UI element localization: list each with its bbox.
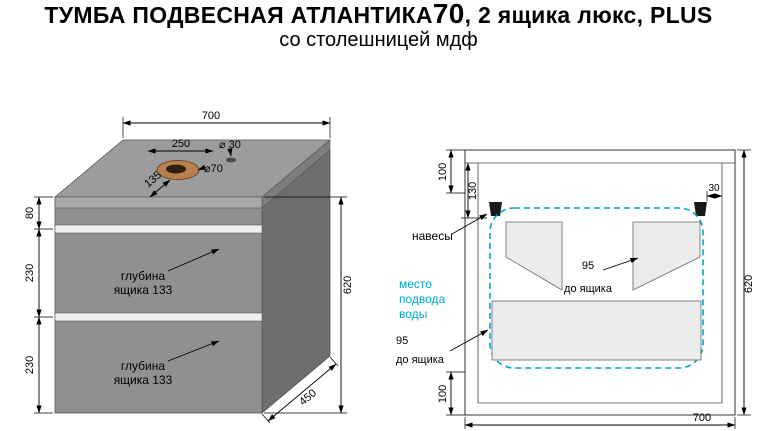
ext-line [329, 356, 339, 367]
leader-line [167, 340, 220, 362]
dim-label-sink-offset: 250 [172, 138, 190, 150]
dim-label-hanger-inset: 30 [708, 183, 720, 194]
dim-label-top-edge: 100 [437, 163, 449, 181]
callout-sink-hole: ⌀70 [197, 163, 223, 175]
dim-label-gap-right: 95 [582, 260, 594, 272]
drawer-cutout-left [505, 221, 563, 291]
leader-line [227, 148, 233, 157]
title-main: ТУМБА ПОДВЕСНАЯ АТЛАНТИКА [44, 2, 433, 28]
dim-bottom-edge: 100 [437, 371, 465, 416]
leader-line [167, 248, 220, 272]
dim-label-apron-height: 80 [24, 207, 36, 219]
hangers-label: навесы [412, 229, 453, 243]
cabinet-back-view: 30 100 130 навесы [396, 149, 755, 429]
back-view-outline [464, 149, 736, 416]
water-label-line3: воды [399, 307, 427, 321]
drawer-bottom-panel [491, 300, 702, 361]
dim-label-gap-bottom: 95 [396, 335, 408, 347]
ext-line [261, 413, 271, 424]
hanger-right [694, 202, 707, 216]
water-supply-zone [489, 207, 704, 369]
dim-sink-offset: 250 [147, 138, 214, 154]
gap-right-text: до ящика [564, 283, 613, 295]
drawer-depth-callout-2: глубина ящика 133 [114, 340, 220, 387]
water-label-line2: подвода [399, 292, 446, 306]
leader-line [449, 329, 489, 352]
water-supply-callout: место подвода воды [399, 277, 446, 321]
dim-label-bottom-edge: 100 [437, 385, 449, 403]
dim-left-heights: 80 230 230 [24, 196, 53, 414]
title-size: 70 [432, 0, 465, 29]
gap-bottom-text: до ящика [396, 354, 445, 366]
leader-line [197, 164, 207, 171]
countertop-front-edge [54, 196, 263, 209]
leader-line [602, 257, 639, 271]
dim-line [267, 363, 337, 422]
page-title: ТУМБА ПОДВЕСНАЯ АТЛАНТИКА70, 2 ящика люк… [0, 0, 757, 52]
dim-hanger-inset: 30 [706, 183, 723, 201]
gap-right-callout: 95 до ящика [564, 257, 639, 295]
dim-label-drawer1-height: 230 [24, 264, 36, 282]
dim-hanger-drop: 130 [461, 162, 487, 219]
dim-label-top-width: 700 [202, 110, 220, 122]
dim-label-hanger-drop: 130 [467, 182, 479, 200]
title-subtitle: со столешницей мдф [279, 29, 478, 51]
dim-line [149, 179, 171, 198]
dim-top-width: 700 [122, 110, 331, 138]
dim-top-edge: 100 [437, 149, 465, 194]
hanger-left [489, 202, 502, 216]
title-line-1: ТУМБА ПОДВЕСНАЯ АТЛАНТИКА70, 2 ящика люк… [0, 0, 757, 29]
sink-hole [166, 164, 186, 174]
drawer2-depth-label-line1: глубина [121, 359, 165, 373]
cabinet-isometric-view: 700 250 ⌀ 30 ⌀70 135 [24, 110, 354, 424]
dim-label-sink-hole: ⌀70 [204, 163, 223, 175]
drawer-groove-1 [54, 224, 263, 234]
water-label-line1: место [399, 277, 432, 291]
dim-label-total-height: 620 [342, 276, 354, 294]
dim-label-total-height-right: 620 [743, 275, 755, 293]
drawer1-depth-label-line1: глубина [121, 269, 165, 283]
drawer-cutout-right [632, 221, 701, 291]
faucet-hole [226, 157, 236, 163]
gap-bottom-callout: 95 до ящика [396, 329, 489, 366]
callout-faucet-hole: ⌀ 30 [219, 139, 241, 157]
dim-label-width: 700 [693, 412, 711, 424]
dim-width: 700 [464, 412, 736, 429]
dim-label-drawer2-height: 230 [24, 356, 36, 374]
drawer1-depth-label-line2: ящика 133 [114, 283, 173, 297]
dim-label-depth: 450 [297, 387, 319, 408]
dim-label-faucet-hole: ⌀ 30 [219, 139, 241, 151]
title-rest: , 2 ящика люкс, PLUS [464, 2, 713, 28]
drawer-depth-callout-1: глубина ящика 133 [114, 248, 220, 297]
drawer-groove-2 [54, 312, 263, 322]
drawer2-depth-label-line2: ящика 133 [114, 373, 173, 387]
dim-total-height-right: 620 [737, 149, 755, 416]
leader-line [451, 213, 488, 235]
hangers-callout: навесы [412, 213, 488, 243]
